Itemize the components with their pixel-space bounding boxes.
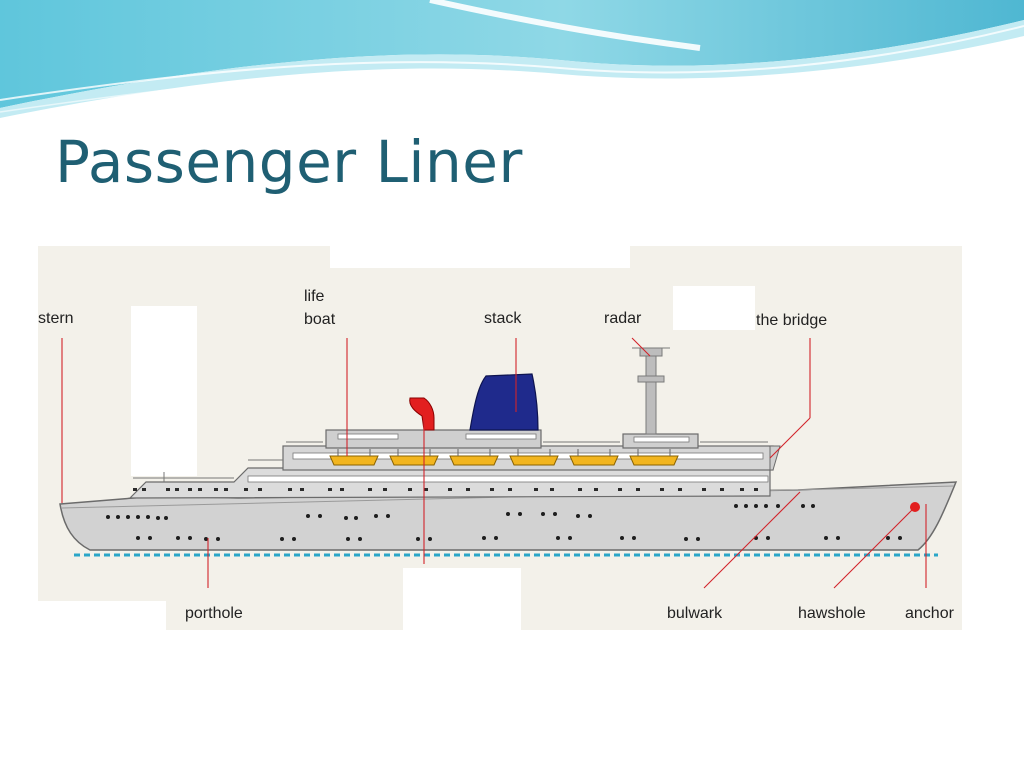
ship-illustration xyxy=(38,246,962,666)
lifeboats xyxy=(329,455,679,466)
label-life-boat-line2: boat xyxy=(304,311,336,328)
anchor-mark xyxy=(910,502,920,512)
label-radar: radar xyxy=(604,310,642,327)
label-the-bridge: the bridge xyxy=(756,312,828,329)
header-wave-decoration xyxy=(0,0,1024,118)
superstructure-windows xyxy=(133,488,758,491)
radar-mast xyxy=(632,347,670,435)
leader-lines xyxy=(61,337,927,589)
label-hawshole: hawshole xyxy=(798,605,866,622)
slide-title: Passenger Liner xyxy=(55,128,523,196)
label-life-boat-line1: life xyxy=(304,288,325,305)
red-ventilator xyxy=(409,397,435,431)
hull-portholes xyxy=(106,504,902,541)
label-bulwark: bulwark xyxy=(667,605,723,622)
label-stern: stern xyxy=(38,310,74,327)
stack-funnel xyxy=(469,373,539,431)
label-anchor: anchor xyxy=(905,605,954,622)
label-stack: stack xyxy=(484,310,522,327)
label-porthole: porthole xyxy=(185,605,243,622)
ship-diagram: stern life boat stack radar the bridge p… xyxy=(38,246,962,666)
